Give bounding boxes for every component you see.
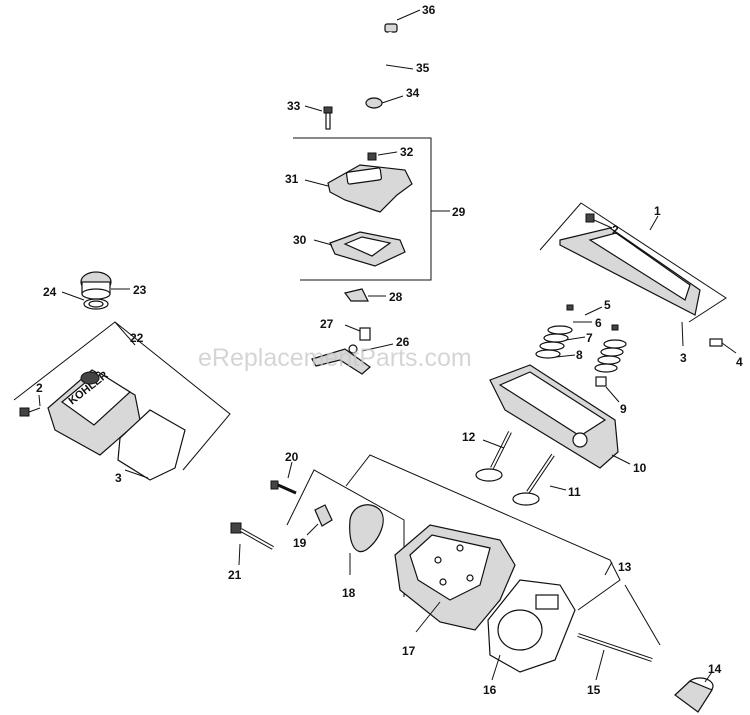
callout-8: 8 xyxy=(576,348,583,362)
callout-2: 2 xyxy=(612,223,619,237)
part-26-rocker-arm xyxy=(311,348,371,375)
callout-16: 16 xyxy=(483,683,497,697)
callout-34: 34 xyxy=(406,86,420,100)
oil-fill-cap xyxy=(61,271,130,310)
callout-3b: 3 xyxy=(115,471,122,485)
callout-19: 19 xyxy=(293,536,307,550)
callout-labels: 1 2 2 3 3 4 5 6 7 8 9 10 11 12 13 14 15 … xyxy=(36,3,743,697)
callout-15: 15 xyxy=(587,683,601,697)
callout-36: 36 xyxy=(422,3,436,17)
part-11-valve xyxy=(512,453,555,506)
callout-28: 28 xyxy=(389,290,403,304)
lower-fasteners xyxy=(230,461,333,566)
rocker-arm-parts xyxy=(311,324,394,375)
part-16-head-gasket xyxy=(487,579,576,681)
part-15-push-rod xyxy=(577,633,653,681)
part-20-bolt xyxy=(270,480,297,495)
callout-31: 31 xyxy=(285,172,299,186)
callout-30: 30 xyxy=(293,233,307,247)
part-19-sleeve xyxy=(314,504,333,527)
callout-10: 10 xyxy=(633,461,647,475)
callout-14: 14 xyxy=(708,662,722,676)
rocker-cover-group xyxy=(539,202,737,354)
callout-2b: 2 xyxy=(36,381,43,395)
part-12-valve xyxy=(475,431,512,482)
callout-35: 35 xyxy=(416,61,430,75)
part-9-keeper xyxy=(595,376,607,387)
part-36-cap xyxy=(384,23,398,33)
callout-27: 27 xyxy=(320,317,334,331)
callout-6: 6 xyxy=(595,316,602,330)
part-2-screw xyxy=(585,213,595,223)
part-28-gasket-piece xyxy=(343,288,369,302)
callout-21: 21 xyxy=(228,568,242,582)
part-34-grommet xyxy=(365,97,383,109)
part-18-deflector xyxy=(349,504,384,575)
valve-springs xyxy=(535,304,627,403)
valve-cover-group: KOHLER xyxy=(13,321,231,481)
callout-9: 9 xyxy=(620,402,627,416)
breather-hose-assembly xyxy=(323,23,398,130)
part-1-rocker-cover xyxy=(559,227,701,316)
spring-left xyxy=(535,325,573,359)
leader-lines xyxy=(304,9,421,112)
callout-17: 17 xyxy=(402,644,416,658)
callout-20: 20 xyxy=(285,450,299,464)
part-2-bolt xyxy=(19,407,30,417)
callout-12: 12 xyxy=(462,430,476,444)
callout-18: 18 xyxy=(342,586,356,600)
callout-5: 5 xyxy=(604,298,611,312)
cylinder-head-upper xyxy=(475,364,631,506)
callout-13: 13 xyxy=(618,560,632,574)
callout-11: 11 xyxy=(568,485,581,499)
watermark-text: eReplacementParts.com xyxy=(198,344,472,372)
callout-33: 33 xyxy=(287,99,301,113)
part-17-cylinder-head xyxy=(394,524,516,633)
part-21-bolt xyxy=(230,522,274,550)
callout-26: 26 xyxy=(396,335,410,349)
part-4-clip xyxy=(709,338,723,347)
part-33-bolt xyxy=(323,106,333,130)
part-3-gasket xyxy=(117,409,186,481)
breather-cover-group xyxy=(293,137,450,302)
part-32-nut xyxy=(367,152,377,161)
callout-3: 3 xyxy=(680,351,687,365)
callout-29: 29 xyxy=(452,205,466,219)
callout-22: 22 xyxy=(130,331,144,345)
callout-23: 23 xyxy=(133,283,147,297)
callout-7: 7 xyxy=(586,331,593,345)
callout-4: 4 xyxy=(736,355,743,369)
part-14-lifter xyxy=(674,671,714,713)
callout-1: 1 xyxy=(654,204,661,218)
spring-right xyxy=(594,339,627,373)
part-27-stud xyxy=(359,327,371,341)
callout-32: 32 xyxy=(400,145,414,159)
callout-24: 24 xyxy=(43,285,57,299)
